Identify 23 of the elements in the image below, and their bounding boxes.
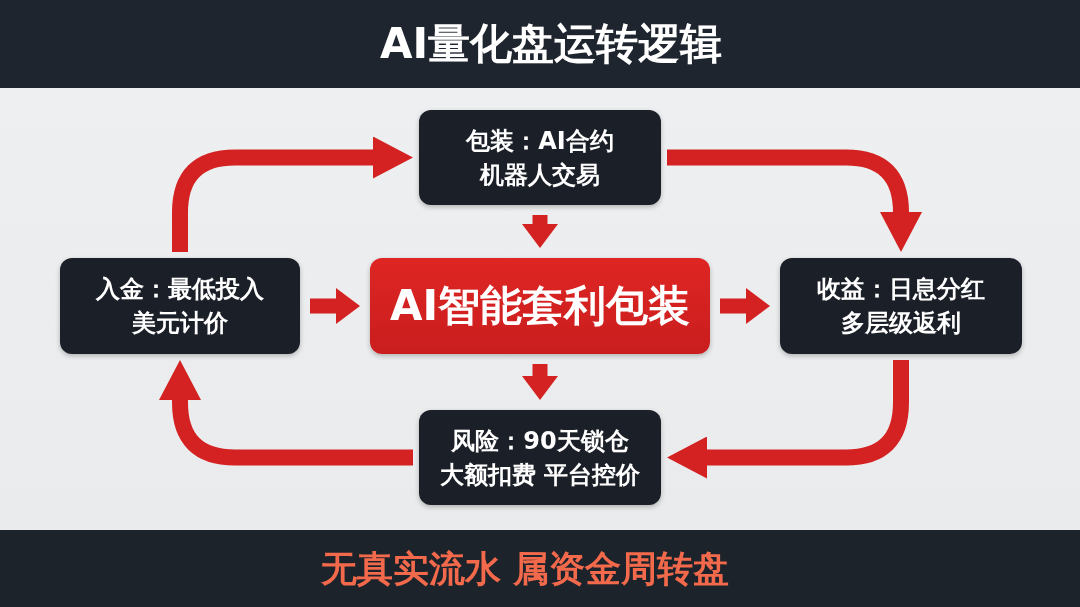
arrow (159, 360, 413, 466)
process-box (419, 110, 661, 205)
process-box (780, 258, 1022, 354)
node-text: AI智能套利包装 (389, 281, 691, 331)
title: AI量化盘运转逻辑 (379, 19, 723, 69)
arrow (172, 136, 413, 252)
caption: 无真实流水 属资金周转盘 (320, 547, 730, 590)
highlight-box (370, 258, 710, 354)
node-text: 风险：90天锁仓 (451, 425, 629, 457)
arrow (522, 215, 558, 248)
arrow (310, 288, 360, 324)
process-box (419, 410, 661, 505)
arrow (667, 360, 909, 479)
arrow (667, 149, 922, 252)
arrow (720, 288, 770, 324)
node-text: 大额扣费 平台控价 (439, 459, 641, 491)
node-text: 包装：AI合约机器人交易 (464, 125, 615, 191)
node-text: 多层级返利 (841, 308, 961, 339)
process-box (60, 258, 300, 354)
node-text: 入金：最低投入 (96, 274, 264, 305)
node-text: 收益：日息分红 (817, 274, 985, 305)
arrow (522, 364, 558, 400)
node-text: 美元计价 (132, 308, 228, 339)
